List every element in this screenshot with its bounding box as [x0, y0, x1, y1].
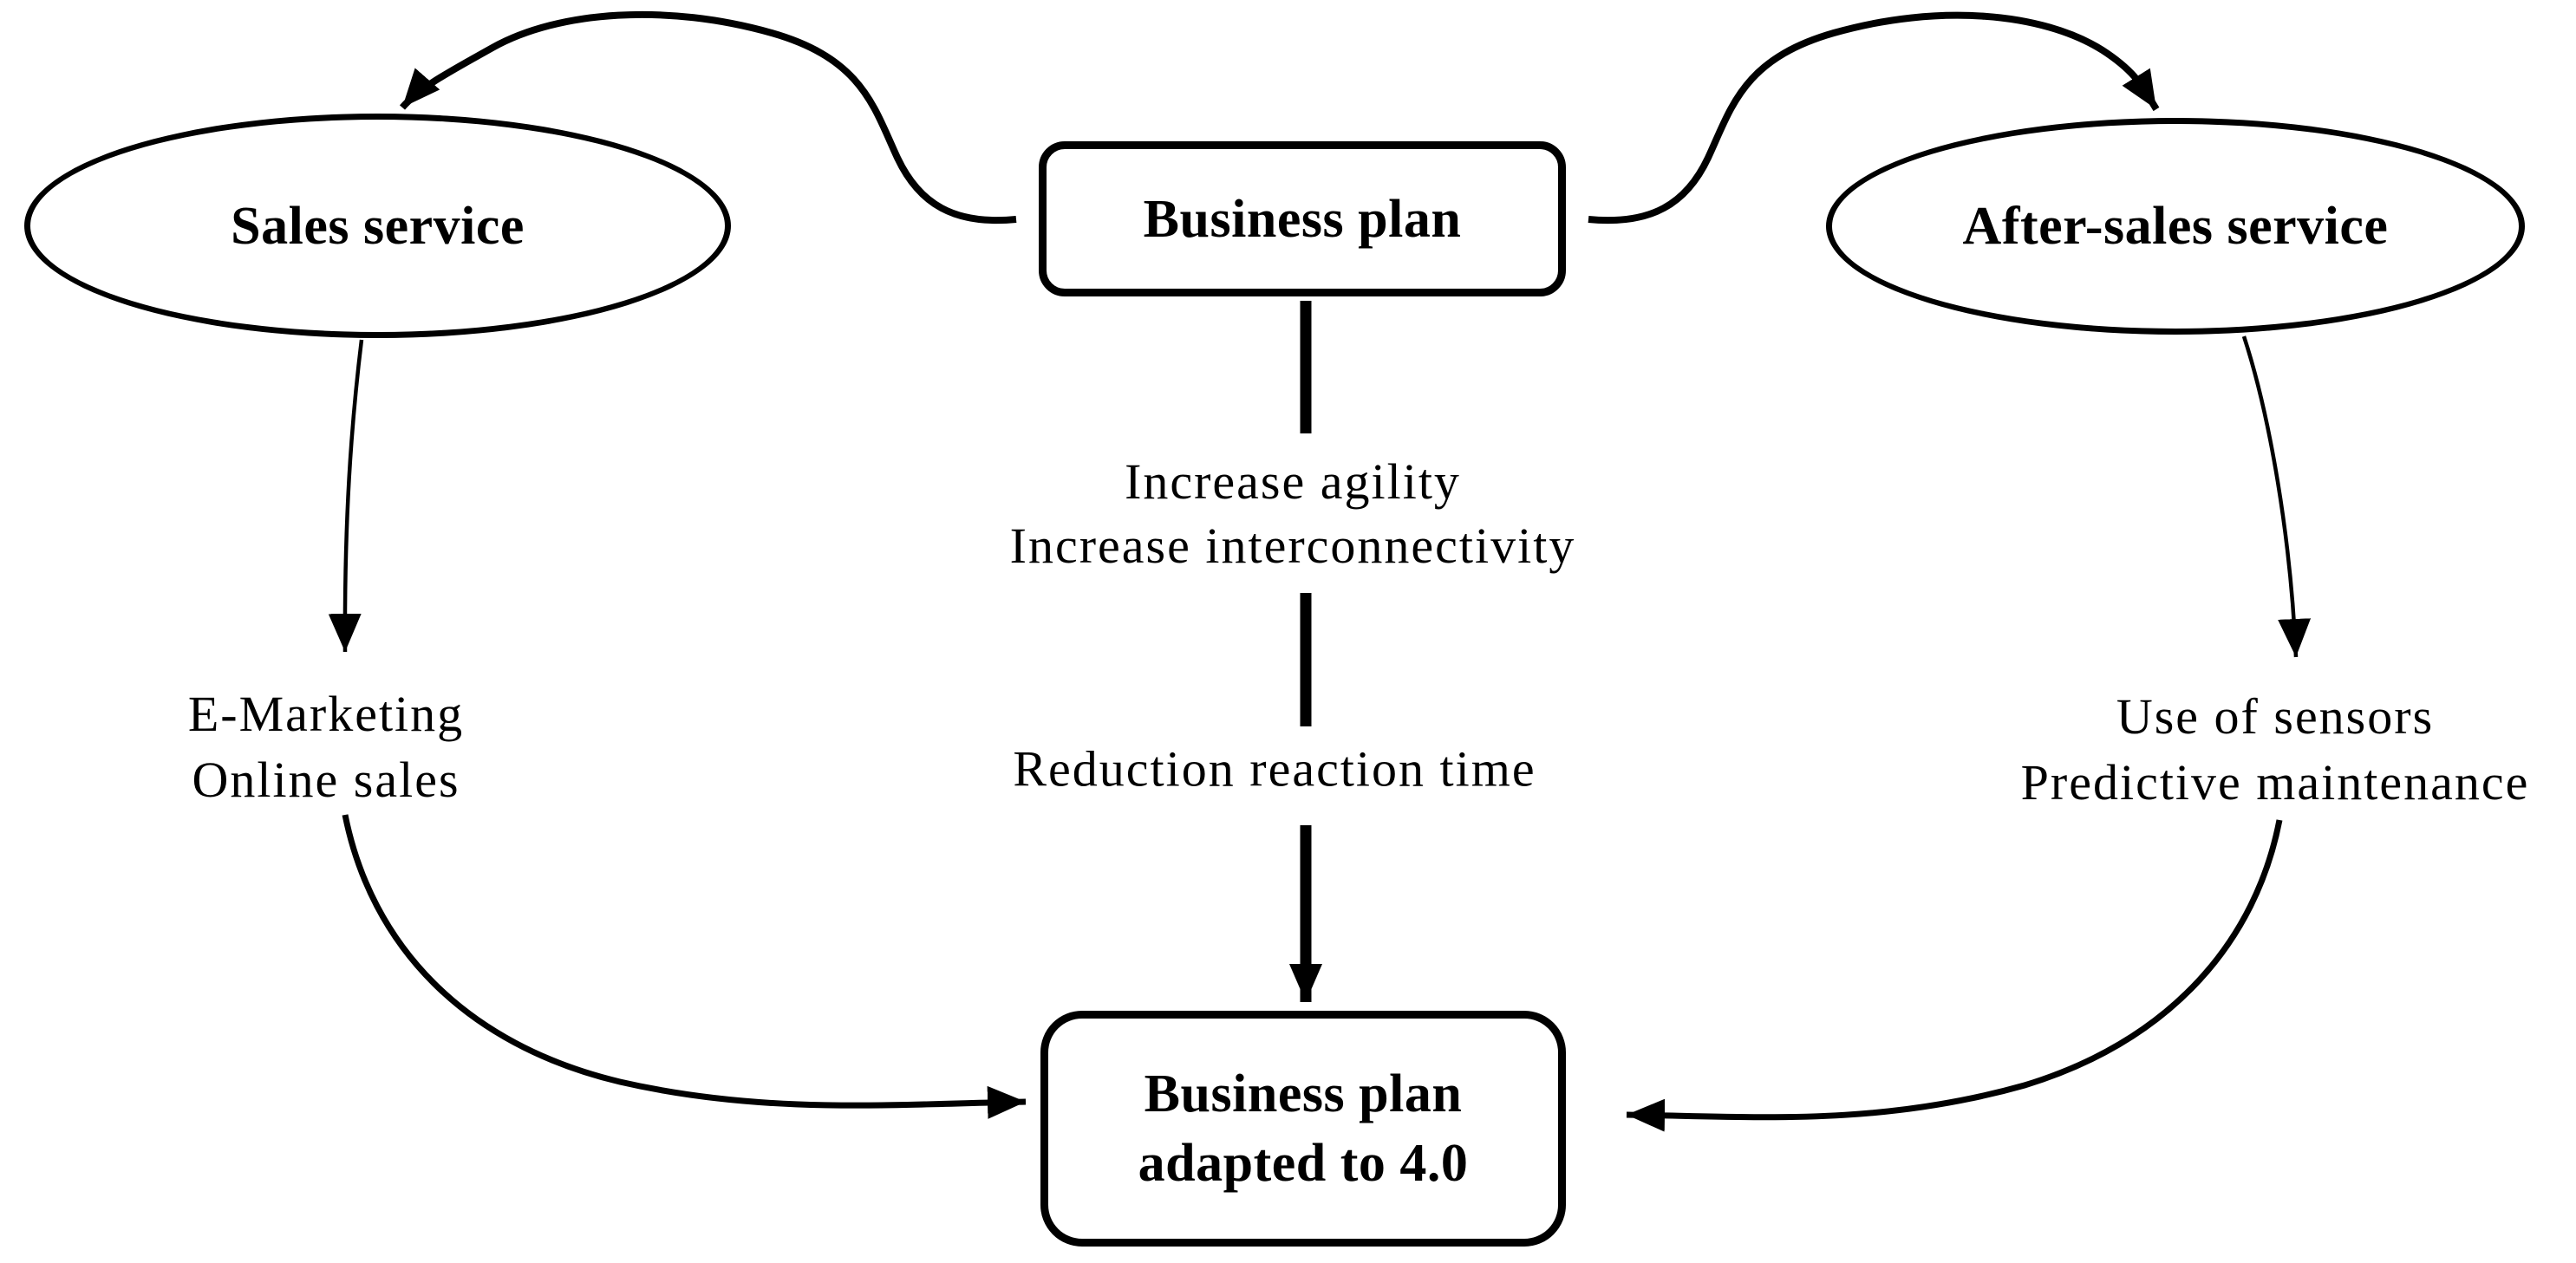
- annotation-sensors-predictive-maintenance: Use of sensors Predictive maintenance: [2021, 684, 2530, 816]
- annotation-use-of-sensors: Use of sensors: [2116, 688, 2435, 745]
- edge-aftersales-to-sensors-arrow: [2241, 335, 2312, 658]
- annotation-emarketing: E-Marketing: [187, 686, 465, 742]
- business-plan-adapted-label-line2: adapted to 4.0: [1138, 1134, 1469, 1193]
- annotation-agility-interconnectivity: Increase agility Increase interconnectiv…: [1010, 450, 1576, 578]
- edge-salesservice-to-emarketing-arrow: [328, 339, 364, 653]
- annotation-reduction-reaction-time: Reduction reaction time: [1013, 740, 1536, 798]
- business-plan-label: Business plan: [1143, 189, 1462, 249]
- business-plan-adapted-label-line1: Business plan: [1144, 1064, 1463, 1123]
- after-sales-service-label: After-sales service: [1962, 197, 2389, 256]
- annotation-predictive-maintenance: Predictive maintenance: [2020, 754, 2530, 811]
- sales-service-label: Sales service: [231, 196, 525, 256]
- annotation-increase-interconnectivity: Increase interconnectivity: [1009, 518, 1576, 574]
- node-after-sales-service: After-sales service: [1826, 118, 2525, 335]
- edge-sensors-to-adapted-arrow: [1626, 819, 2283, 1132]
- edge-emarketing-to-adapted-arrow: [342, 814, 1027, 1119]
- node-sales-service: Sales service: [24, 114, 731, 338]
- annotation-emarketing-online-sales: E-Marketing Online sales: [188, 681, 464, 813]
- node-business-plan: Business plan: [1039, 141, 1566, 296]
- edge-businessplan-to-aftersales-arrow: [1588, 11, 2160, 225]
- edge-businessplan-to-salesservice-arrow: [399, 10, 1017, 225]
- node-business-plan-adapted: Business plan adapted to 4.0: [1040, 1011, 1566, 1247]
- annotation-increase-agility: Increase agility: [1125, 453, 1461, 510]
- annotation-online-sales: Online sales: [192, 752, 460, 808]
